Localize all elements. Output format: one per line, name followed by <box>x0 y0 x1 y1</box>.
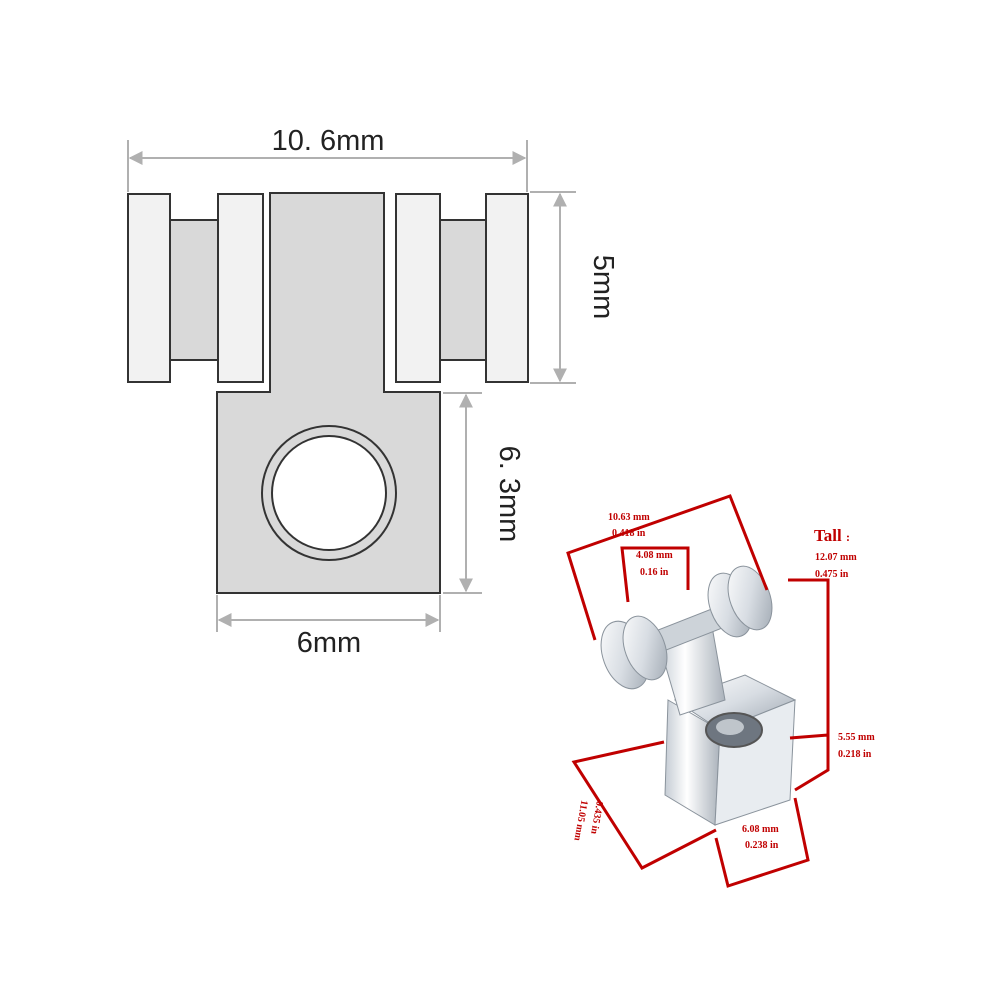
axle <box>169 219 487 361</box>
side-bracket <box>789 733 830 792</box>
photo-dimension-brackets <box>566 494 830 888</box>
bottom-bracket <box>714 797 810 888</box>
body-width-label: 6mm <box>297 627 361 659</box>
side-mm: 5.55 mm <box>838 732 875 743</box>
tall-in: 0.475 in <box>815 569 849 580</box>
photo-rollers <box>600 565 773 690</box>
tall-colon: : <box>846 530 850 544</box>
roller-inner-left <box>217 193 264 383</box>
tall-mm: 12.07 mm <box>815 552 857 563</box>
length-in: 0.435 in <box>588 800 605 835</box>
roller-inner-right <box>395 193 441 383</box>
body-height-label: 6. 3mm <box>493 446 525 543</box>
width-label: 10. 6mm <box>272 125 385 157</box>
length-bracket <box>571 740 717 870</box>
bottom-in: 0.238 in <box>745 840 779 851</box>
top-width-mm: 10.63 mm <box>608 512 650 523</box>
roller-outer-right <box>485 193 529 383</box>
rollers <box>127 193 529 383</box>
height-label: 5mm <box>587 255 619 319</box>
product-photo: 10.63 mm 0.418 in 4.08 mm 0.16 in Tall :… <box>566 494 875 888</box>
technical-drawing: 10. 6mm 5mm 6. 3mm 6mm <box>127 125 619 659</box>
tall-bracket <box>788 578 830 755</box>
side-in: 0.218 in <box>838 749 872 760</box>
extension-lines <box>127 140 576 632</box>
inner-width-mm: 4.08 mm <box>636 550 673 561</box>
tall-title: Tall <box>814 526 842 545</box>
inner-width-bracket <box>620 546 690 603</box>
bottom-mm: 6.08 mm <box>742 824 779 835</box>
photo-roller-right-outer <box>727 565 773 631</box>
inner-width-in: 0.16 in <box>640 567 669 578</box>
screw-hole <box>271 435 387 551</box>
top-width-in: 0.418 in <box>612 528 646 539</box>
length-mm: 11.05 mm <box>571 799 589 842</box>
roller-outer-left <box>127 193 171 383</box>
top-width-bracket <box>566 494 769 641</box>
